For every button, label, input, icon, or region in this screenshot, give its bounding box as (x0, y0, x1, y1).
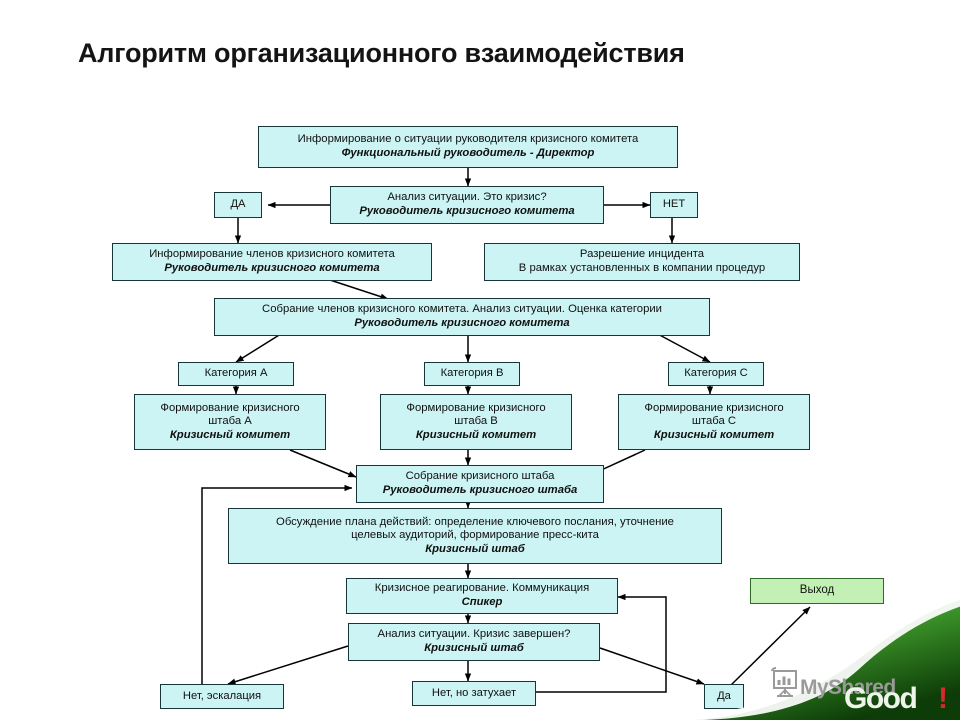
edge-over-to-yes-final (599, 647, 705, 685)
node-inform-head-line1: Информирование о ситуации руководителя к… (297, 133, 639, 146)
node-no-fading-label: Нет, но затухает (431, 686, 517, 699)
node-yes-branch-label: ДА (230, 198, 246, 211)
node-exit-label: Выход (799, 584, 835, 597)
node-exit[interactable]: Выход (750, 578, 884, 604)
node-inform-members-line1: Информирование членов кризисного комитет… (149, 248, 395, 261)
node-staff-meeting-role: Руководитель кризисного штаба (382, 484, 578, 496)
node-staff-meeting-line1: Собрание кризисного штаба (405, 470, 555, 483)
node-staff-b-line1: Формирование кризисного (406, 401, 546, 414)
node-staff-a-line2: штаба A (208, 415, 252, 428)
node-analysis-crisis-line1: Анализ ситуации. Это кризис? (387, 191, 547, 204)
page-title: Алгоритм организационного взаимодействия (78, 38, 685, 68)
node-staff-b-role: Кризисный комитет (415, 428, 537, 441)
edge-over-to-escalation (227, 645, 349, 685)
edge-meeting-to-cat-a (235, 331, 285, 363)
node-category-a-label: Категория A (204, 367, 268, 380)
node-staff-a[interactable]: Формирование кризисного штаба A Кризисны… (134, 394, 326, 450)
edge-yes-final-to-exit (727, 606, 811, 689)
node-plan-discussion-line1: Обсуждение плана действий: определение к… (276, 515, 674, 528)
node-inform-members[interactable]: Информирование членов кризисного комитет… (112, 243, 432, 281)
node-crisis-over-role: Кризисный штаб (424, 642, 524, 654)
node-incident-resolution-line1: Разрешение инцидента (579, 248, 705, 261)
node-staff-b[interactable]: Формирование кризисного штаба B Кризисны… (380, 394, 572, 450)
node-no-branch-label: НЕТ (662, 198, 686, 211)
node-staff-b-line2: штаба B (454, 415, 498, 428)
node-inform-head-role: Функциональный руководитель - Директор (341, 147, 595, 159)
node-incident-resolution-line2: В рамках установленных в компании процед… (518, 262, 766, 274)
node-category-a[interactable]: Категория A (178, 362, 294, 386)
node-no-fading[interactable]: Нет, но затухает (412, 681, 536, 706)
node-plan-discussion-role: Кризисный штаб (425, 542, 525, 555)
node-crisis-response[interactable]: Кризисное реагирование. Коммуникация Спи… (346, 578, 618, 614)
node-staff-a-line1: Формирование кризисного (160, 401, 300, 414)
node-incident-resolution[interactable]: Разрешение инцидента В рамках установлен… (484, 243, 800, 281)
node-inform-members-role: Руководитель кризисного комитета (164, 262, 380, 274)
node-meeting-members-line1: Собрание членов кризисного комитета. Ана… (262, 303, 662, 316)
node-meeting-members[interactable]: Собрание членов кризисного комитета. Ана… (214, 298, 710, 336)
node-no-escalation[interactable]: Нет, эскалация (160, 684, 284, 709)
node-category-b-label: Категория B (440, 367, 504, 380)
node-staff-c-line1: Формирование кризисного (644, 401, 784, 414)
node-inform-head[interactable]: Информирование о ситуации руководителя к… (258, 126, 678, 168)
node-staff-c[interactable]: Формирование кризисного штаба C Кризисны… (618, 394, 810, 450)
node-plan-discussion[interactable]: Обсуждение плана действий: определение к… (228, 508, 722, 564)
edge-informmembers-to-meeting (329, 279, 389, 300)
node-yes-final-label: Да (717, 689, 731, 702)
node-crisis-over-line1: Анализ ситуации. Кризис завершен? (377, 628, 571, 641)
node-category-b[interactable]: Категория B (424, 362, 520, 386)
node-analysis-crisis[interactable]: Анализ ситуации. Это кризис? Руководител… (330, 186, 604, 224)
myshared-logo-icon (771, 667, 797, 697)
node-staff-c-line2: штаба C (691, 415, 737, 428)
node-yes-branch[interactable]: ДА (214, 192, 262, 218)
node-plan-discussion-line2: целевых аудиторий, формирование пресс-ки… (351, 529, 599, 542)
edge-staff-a-to-meeting (289, 449, 357, 478)
node-crisis-response-line1: Кризисное реагирование. Коммуникация (374, 582, 590, 595)
node-no-escalation-label: Нет, эскалация (182, 689, 262, 702)
node-category-c[interactable]: Категория C (668, 362, 764, 386)
node-staff-c-role: Кризисный комитет (653, 428, 775, 441)
node-analysis-crisis-role: Руководитель кризисного комитета (359, 205, 575, 217)
node-crisis-response-role: Спикер (461, 596, 503, 608)
node-crisis-over[interactable]: Анализ ситуации. Кризис завершен? Кризис… (348, 623, 600, 661)
svg-text:!: ! (938, 682, 948, 715)
node-category-c-label: Категория C (684, 367, 748, 380)
node-no-branch[interactable]: НЕТ (650, 192, 698, 218)
watermark-brand-text: MyShared (800, 676, 896, 699)
node-staff-meeting[interactable]: Собрание кризисного штаба Руководитель к… (356, 465, 604, 503)
edge-meeting-to-cat-c (653, 331, 711, 363)
node-staff-a-role: Кризисный комитет (169, 428, 291, 441)
node-meeting-members-role: Руководитель кризисного комитета (354, 317, 570, 329)
node-yes-final[interactable]: Да (704, 684, 744, 709)
